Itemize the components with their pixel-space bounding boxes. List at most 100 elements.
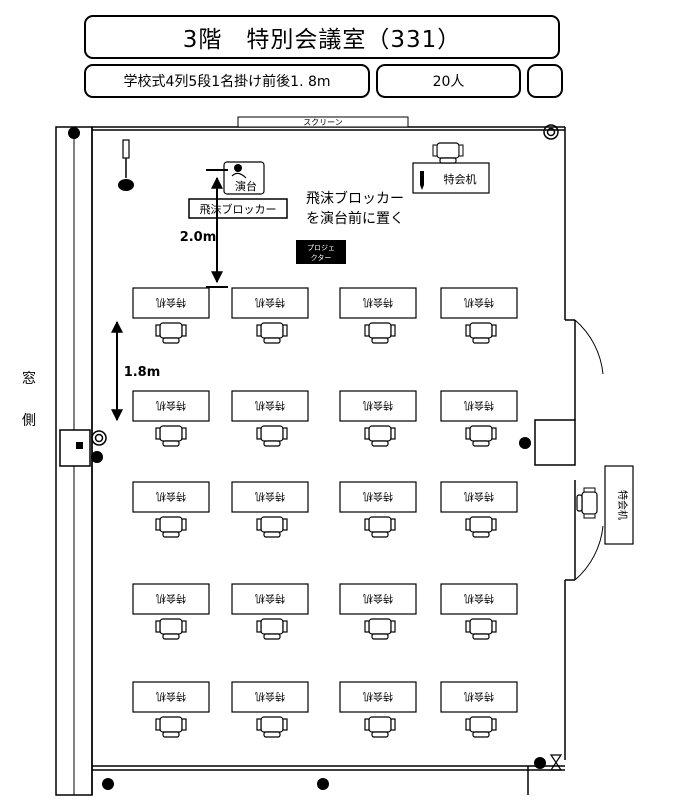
desk-rect <box>339 583 417 615</box>
desk-r4-c1: 特会机 <box>132 583 210 640</box>
chair-icon <box>465 516 497 538</box>
desk-label: 特会机 <box>156 592 186 605</box>
desk-label: 特会机 <box>255 399 285 412</box>
desk-rect <box>440 681 518 713</box>
top-desk-label: 特会机 <box>444 172 477 186</box>
chair-icon <box>256 516 288 538</box>
desk-label: 特会机 <box>156 490 186 503</box>
desk-r5-c3: 特会机 <box>339 681 417 738</box>
chair-icon <box>256 425 288 447</box>
desk-label: 特会机 <box>363 592 393 605</box>
podium-label: 演台 <box>235 179 257 193</box>
desk-rect <box>132 390 210 422</box>
desk-rect <box>132 481 210 513</box>
desk-label: 特会机 <box>255 296 285 309</box>
desk-rect <box>231 583 309 615</box>
chair-icon <box>155 322 187 344</box>
desk-r1-c3: 特会机 <box>339 287 417 344</box>
corner-dots <box>68 127 546 790</box>
chair-icon <box>256 716 288 738</box>
desk-label: 特会机 <box>255 592 285 605</box>
chair-icon <box>465 425 497 447</box>
screen <box>237 116 409 128</box>
distance-front-label: 2.0m <box>180 230 217 245</box>
pen-icon <box>420 171 424 190</box>
chair-icon <box>364 322 396 344</box>
projector-label-1: プロジェ <box>307 244 335 252</box>
pillar <box>534 419 576 466</box>
desk-r1-c2: 特会机 <box>231 287 309 344</box>
window-side-label-1: 窓 <box>22 371 36 387</box>
desk-r4-c4: 特会机 <box>440 583 518 640</box>
blocker-label: 飛沫ブロッカー <box>200 202 277 216</box>
desk-rect <box>440 583 518 615</box>
window-side-label-2: 側 <box>22 413 36 429</box>
desk-rect <box>132 681 210 713</box>
desk-rect <box>231 390 309 422</box>
room-walls <box>91 126 604 795</box>
desk-label: 特会机 <box>156 399 186 412</box>
chair-icon <box>576 487 598 519</box>
screen-label: スクリーン <box>303 118 343 127</box>
chair-icon <box>364 716 396 738</box>
top-right-desk: 特会机 <box>412 142 490 194</box>
desk-r4-c2: 特会机 <box>231 583 309 640</box>
outlet-icon <box>91 124 559 446</box>
side-desk: 特会机 <box>576 465 634 545</box>
podium: 演台 <box>223 161 265 195</box>
desk-rect <box>339 390 417 422</box>
desk-r5-c2: 特会机 <box>231 681 309 738</box>
layout-description: 学校式4列5段1名掛け前後1. 8m <box>84 64 370 98</box>
projector <box>296 240 346 264</box>
desk-r2-c4: 特会机 <box>440 390 518 447</box>
chair-icon <box>364 516 396 538</box>
desk-label: 特会机 <box>464 490 494 503</box>
desk-rect <box>231 287 309 319</box>
desk-r2-c1: 特会机 <box>132 390 210 447</box>
desk-r2-c3: 特会机 <box>339 390 417 447</box>
desk-r1-c4: 特会机 <box>440 287 518 344</box>
capacity-count: 20人 <box>376 64 521 98</box>
desk-label: 特会机 <box>363 399 393 412</box>
hourglass-icon <box>549 754 563 771</box>
desk-label: 特会机 <box>156 690 186 703</box>
chair-icon <box>155 425 187 447</box>
window-wall <box>55 126 93 796</box>
desk-label: 特会机 <box>464 399 494 412</box>
blank-box <box>527 64 563 98</box>
chair-icon <box>155 618 187 640</box>
desk-label: 特会机 <box>363 490 393 503</box>
side-desk-label: 特会机 <box>616 490 629 520</box>
chair-icon <box>155 516 187 538</box>
desk-r5-c1: 特会机 <box>132 681 210 738</box>
projector-label-2: クター <box>311 253 332 262</box>
desk-r4-c3: 特会机 <box>339 583 417 640</box>
chair-icon <box>256 322 288 344</box>
desk-rect <box>231 481 309 513</box>
chair-icon <box>155 716 187 738</box>
desk-label: 特会机 <box>464 690 494 703</box>
desk-rect <box>440 390 518 422</box>
chair-icon <box>432 142 464 164</box>
chair-icon <box>465 618 497 640</box>
blocker-note-line2: を演台前に置く <box>306 210 404 227</box>
distance-arrow-front <box>206 169 228 288</box>
desk-r3-c1: 特会机 <box>132 481 210 538</box>
chair-icon <box>364 425 396 447</box>
desk-label: 特会机 <box>464 296 494 309</box>
distance-rows-label: 1.8m <box>124 365 161 380</box>
desk-r5-c4: 特会机 <box>440 681 518 738</box>
desk-label: 特会机 <box>255 690 285 703</box>
desk-label: 特会机 <box>363 690 393 703</box>
desk-label: 特会机 <box>156 296 186 309</box>
room-title: 3階 特別会議室（331） <box>84 15 560 59</box>
desk-rect <box>231 681 309 713</box>
blocker-note-line1: 飛沫ブロッカー <box>306 190 404 207</box>
desk-rect <box>339 681 417 713</box>
desk-grid: 特会机特会机特会机特会机特会机特会机特会机特会机特会机特会机特会机特会机特会机特… <box>132 287 518 738</box>
desk-r1-c1: 特会机 <box>132 287 210 344</box>
chair-icon <box>364 618 396 640</box>
desk-r3-c4: 特会机 <box>440 481 518 538</box>
desk-rect <box>339 287 417 319</box>
chair-icon <box>465 716 497 738</box>
